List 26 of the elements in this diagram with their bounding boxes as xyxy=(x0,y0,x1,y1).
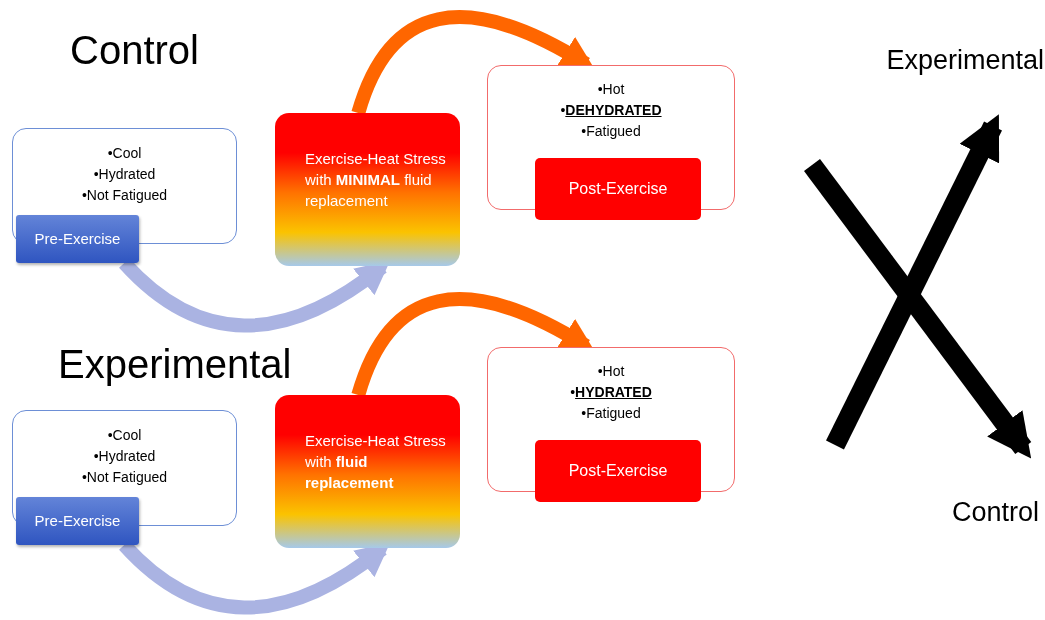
arrow xyxy=(804,159,1032,459)
bullet-item: •Not Fatigued xyxy=(80,468,169,487)
bullet-item: •Fatigued xyxy=(580,122,642,141)
group-label: Experimental xyxy=(862,42,1044,78)
group-heading: Experimental xyxy=(58,341,292,388)
process-box: Exercise-Heat Stress with MINIMAL fluid replacement xyxy=(275,113,460,266)
stage-box: Pre-Exercise xyxy=(16,215,139,263)
bullet-item: •Not Fatigued xyxy=(80,186,169,205)
arrow xyxy=(351,292,595,398)
bullet-item: •HYDRATED xyxy=(569,383,653,402)
bullet-item: •Hydrated xyxy=(92,447,157,466)
process-box: Exercise-Heat Stress with fluid replacement xyxy=(275,395,460,548)
group-label: Control xyxy=(934,494,1039,530)
bullet-item: •Hydrated xyxy=(92,165,157,184)
stage-box: Pre-Exercise xyxy=(16,497,139,545)
stage-box: Post-Exercise xyxy=(535,158,701,220)
bullet-item: •Cool xyxy=(106,144,143,163)
bullet-item: •Fatigued xyxy=(580,404,642,423)
group-heading: Control xyxy=(70,27,199,74)
bullet-item: •Cool xyxy=(106,426,143,445)
bullet-item: •Hot xyxy=(596,80,626,99)
arrow xyxy=(826,114,1002,450)
stage-box: Post-Exercise xyxy=(535,440,701,502)
arrow xyxy=(351,10,595,116)
bullet-item: •Hot xyxy=(596,362,626,381)
bullet-item: •DEHYDRATED xyxy=(559,101,663,120)
